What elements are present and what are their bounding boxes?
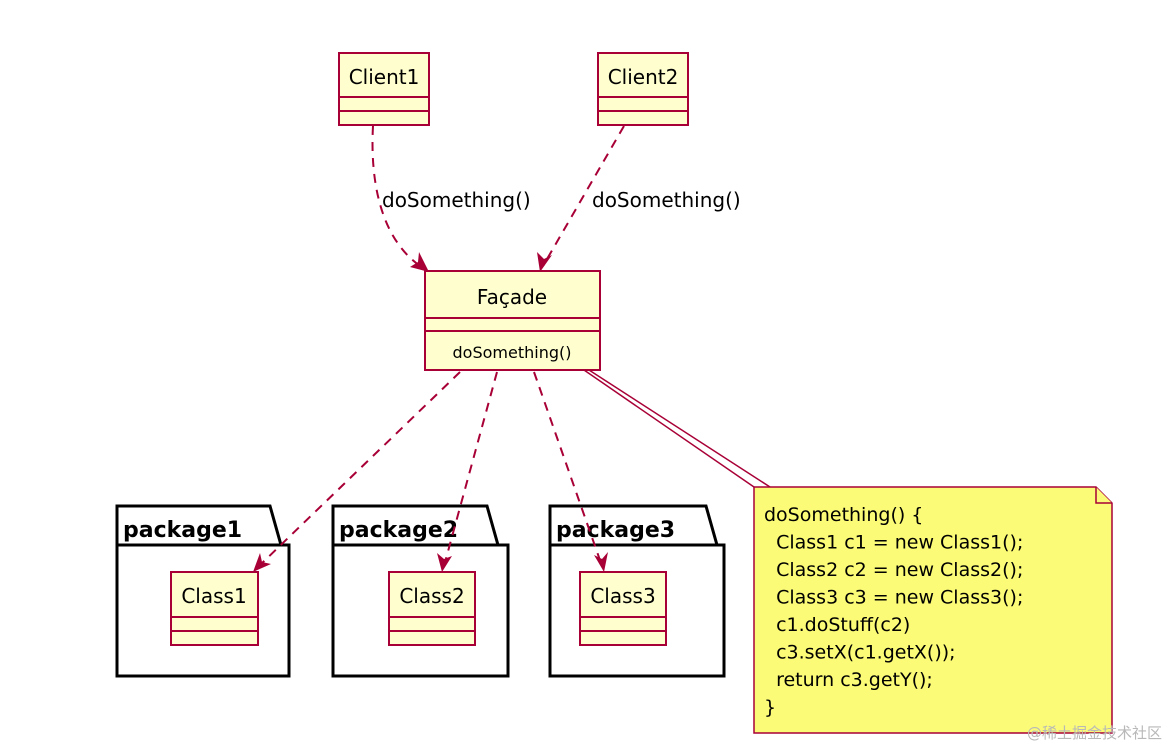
class3-name: Class3 [590, 584, 655, 608]
client1-to-facade-dependency: doSomething() [371, 125, 531, 272]
package2-name: package2 [339, 518, 458, 543]
watermark: @稀土掘金技术社区 [1027, 724, 1162, 742]
facade-method: doSomething() [453, 343, 572, 362]
facade-class: Façade doSomething() [424, 270, 601, 371]
client2-call-label: doSomething() [592, 188, 741, 212]
client1-name: Client1 [349, 65, 420, 89]
facade-to-class2-dependency [437, 371, 498, 572]
class1-name: Class1 [181, 584, 246, 608]
package1-name: package1 [123, 518, 242, 543]
package3-name: package3 [556, 518, 675, 543]
note-line: return c3.getY(); [764, 669, 933, 691]
facade-to-class1-dependency [253, 371, 461, 572]
note-connector [583, 369, 771, 488]
class3: Class3 [579, 571, 667, 646]
class1: Class1 [170, 571, 259, 646]
note-code-text: doSomething() { Class1 c1 = new Class1()… [764, 504, 1023, 719]
class2-name: Class2 [399, 584, 464, 608]
client1-class: Client1 [338, 52, 430, 126]
note-line: doSomething() { [764, 504, 923, 526]
package2: package2 Class2 [331, 504, 510, 678]
client1-call-label: doSomething() [382, 188, 531, 212]
note-line: Class1 c1 = new Class1(); [764, 532, 1023, 554]
note-line: } [764, 697, 776, 719]
note-line: c1.doStuff(c2) [764, 614, 910, 636]
facade-name: Façade [477, 285, 547, 309]
package1: package1 Class1 [115, 504, 291, 678]
note-line: c3.setX(c1.getX()); [764, 642, 956, 664]
code-note: doSomething() { Class1 c1 = new Class1()… [753, 486, 1113, 734]
class2: Class2 [388, 571, 476, 646]
client2-to-facade-dependency: doSomething() [537, 125, 741, 272]
package3: package3 Class3 [548, 504, 726, 678]
note-line: Class2 c2 = new Class2(); [764, 559, 1023, 581]
facade-to-class3-dependency [533, 371, 608, 572]
note-line: Class3 c3 = new Class3(); [764, 587, 1023, 609]
client2-class: Client2 [597, 52, 689, 126]
client2-name: Client2 [608, 65, 679, 89]
